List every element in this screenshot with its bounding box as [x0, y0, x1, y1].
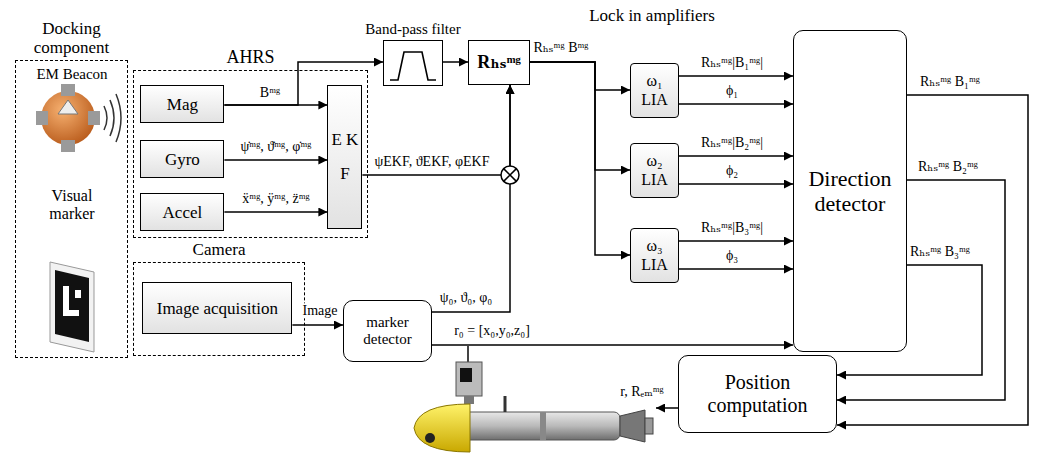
signal-label: r, Rₑₘᵐᵍ — [618, 384, 666, 399]
signal-label: Rₕₛᵐᵍ B₂ᵐᵍ — [916, 159, 980, 174]
signal-label: ψ₀, ϑ₀, φ₀ — [438, 290, 494, 305]
signal-label: Rₕₛᵐᵍ B₃ᵐᵍ — [908, 244, 972, 259]
signal-label: Rₕₛᵐᵍ|B₃ᵐᵍ| — [699, 220, 765, 235]
em-beacon-icon — [36, 84, 121, 152]
signal-label: ϕ₂ — [724, 163, 740, 178]
signal-connector — [362, 85, 510, 175]
signal-label: Image — [301, 303, 340, 318]
signal-label: ẍᵐᵍ, ÿᵐᵍ, z̈ᵐᵍ — [240, 191, 311, 206]
signal-label: Bᵐᵍ — [258, 85, 282, 100]
process-box: Position computation — [678, 355, 837, 433]
part-label: EM Beacon — [34, 66, 109, 83]
node-text: ω₃ LIA — [631, 237, 678, 274]
node-text: ω₂ LIA — [631, 152, 678, 189]
signal-connector — [443, 61, 468, 63]
filter-icon — [390, 52, 436, 80]
amplifier-box: ω₃ LIA — [630, 228, 679, 283]
signal-connector — [679, 103, 793, 105]
part-label: Visual marker — [30, 187, 114, 222]
signal-connector — [530, 62, 630, 255]
node-text: E K F — [328, 123, 361, 191]
group-heading: Band-pass filter — [355, 21, 471, 41]
node-text: marker detector — [344, 314, 431, 349]
signal-connector — [530, 62, 630, 90]
filter-box: Band-pass filter — [383, 40, 443, 86]
signal-connector — [292, 324, 343, 326]
node-text: Direction detector — [794, 166, 906, 217]
node-text: ω₁ LIA — [631, 72, 678, 109]
section-label: Lock in amplifiers — [587, 7, 717, 26]
sensor-box: Gyro — [140, 140, 224, 178]
signal-connector — [679, 183, 793, 185]
node-text: Mag — [164, 95, 201, 115]
visual-marker-icon — [50, 262, 94, 352]
signal-label: Rₕₛᵐᵍ B₁ᵐᵍ — [918, 74, 982, 89]
signal-label: ϕ₁ — [724, 83, 740, 98]
signal-label: ψEKF, ϑEKF, φEKF — [373, 154, 492, 169]
rotation-box: Rₕₛᵐᵍ — [468, 40, 530, 85]
node-text: Position computation — [679, 371, 836, 417]
signal-connector — [679, 240, 793, 242]
signal-label: Rₕₛᵐᵍ|B₁ᵐᵍ| — [699, 55, 765, 70]
group-box: CameraImage acquisition — [133, 262, 305, 356]
signal-connector — [679, 268, 793, 270]
group-heading: AHRS — [188, 47, 314, 71]
auv-illustration — [414, 396, 653, 452]
sensor-box: Mag — [140, 85, 224, 123]
multiplier-symbol — [501, 166, 519, 184]
node-text: Accel — [160, 203, 206, 223]
signal-connector — [679, 75, 793, 77]
signal-connector — [432, 344, 793, 346]
signal-label: Rₕₛᵐᵍ Bᵐᵍ — [531, 40, 590, 55]
signal-connector — [530, 62, 630, 170]
docking-station-icon — [456, 346, 482, 404]
amplifier-box: ω₂ LIA — [630, 143, 679, 198]
process-box: Direction detector — [793, 30, 907, 352]
group-heading: Docking component — [4, 19, 140, 61]
output-arrow — [656, 407, 678, 409]
signal-connector — [224, 211, 327, 213]
ekf-box: E K F — [327, 85, 362, 229]
signal-label: Rₕₛᵐᵍ|B₂ᵐᵍ| — [699, 135, 765, 150]
signal-label: ϕ₃ — [724, 248, 740, 263]
process-box: marker detector — [343, 300, 432, 362]
signal-connector — [224, 159, 327, 161]
amplifier-box: ω₁ LIA — [630, 63, 679, 118]
node-text: Rₕₛᵐᵍ — [474, 52, 524, 73]
node-text: Image acquisition — [154, 299, 281, 319]
signal-label: ψ̇ᵐᵍ, ϑ̇ᵐᵍ, φ̇ᵐᵍ — [239, 139, 314, 154]
signal-label: r₀ = [x₀,y₀,z₀] — [452, 323, 532, 338]
sensor-box: Accel — [140, 193, 224, 231]
process-box: Image acquisition — [142, 282, 292, 334]
group-heading: Camera — [156, 240, 282, 263]
signal-connector — [679, 155, 793, 157]
node-text: Gyro — [162, 150, 203, 170]
signal-connector — [432, 85, 510, 312]
